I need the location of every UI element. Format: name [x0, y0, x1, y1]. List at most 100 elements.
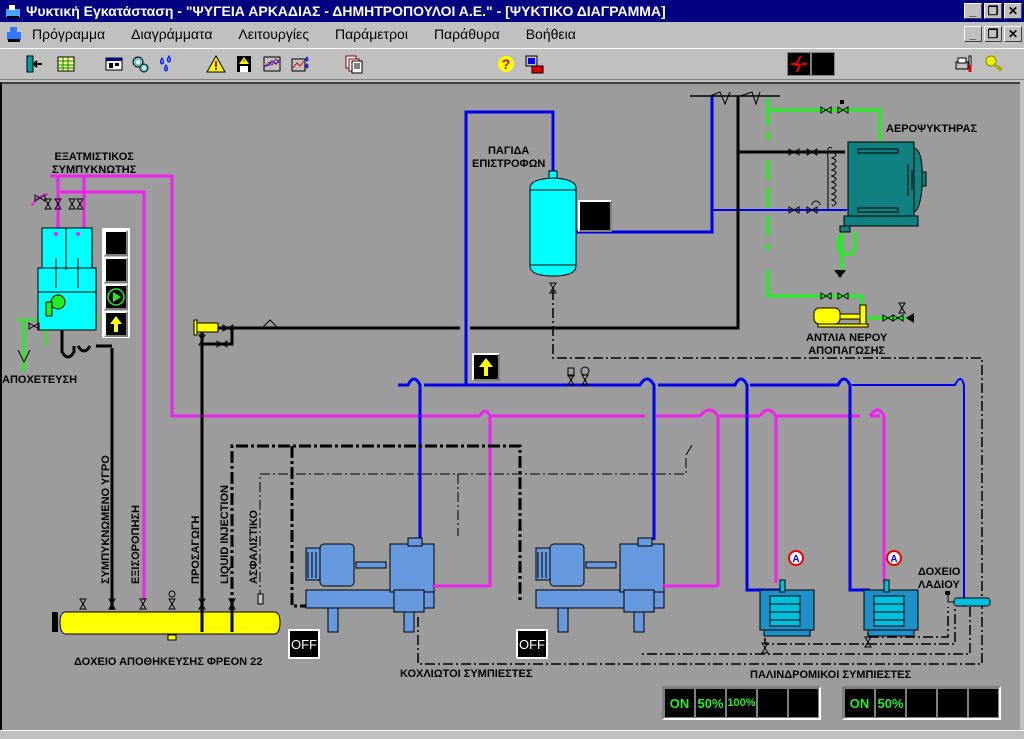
equalization-label: ΕΞΙΣΟΡΟΠΗΣΗ — [130, 505, 142, 584]
restore-button[interactable]: ❐ — [984, 3, 1002, 19]
toolbar: ? — [0, 48, 1024, 80]
doc-close-button[interactable]: ✕ — [1004, 26, 1022, 42]
line-chart-drops-icon[interactable] — [290, 54, 310, 74]
status-cell — [968, 688, 999, 718]
svg-text:?: ? — [502, 56, 511, 72]
air-cooler-label: ΑΕΡΟΨΥΚΤΗΡΑΣ — [886, 123, 978, 135]
doc-restore-button[interactable]: ❐ — [984, 26, 1002, 42]
remote-computer-phone-icon[interactable] — [524, 54, 544, 74]
water-drops-icon[interactable] — [156, 54, 176, 74]
window-title-bar[interactable]: Ψυκτική Εγκατάσταση - "ΨΥΓΕΙΑ ΑΡΚΑΔΙΑΣ -… — [0, 0, 1024, 22]
liquid-line-filter — [193, 319, 279, 348]
alarm-indicator[interactable] — [787, 52, 811, 76]
status-bar — [0, 730, 1024, 739]
label-line: ΛΑΔΙΟΥ — [918, 579, 960, 591]
screw-compressor-1[interactable] — [305, 537, 435, 633]
printer-config-icon[interactable] — [954, 54, 974, 74]
gears-icon[interactable] — [130, 54, 150, 74]
pump-running-icon — [107, 288, 125, 306]
menu-bar: Πρόγραμμα Διαγράμματα Λειτουργίες Παράμε… — [0, 22, 1024, 46]
return-trap-vessel[interactable] — [529, 170, 577, 294]
label-line: ΔΟΧΕΙΟ — [918, 566, 961, 578]
window-title: Ψυκτική Εγκατάσταση - "ΨΥΓΕΙΑ ΑΡΚΑΔΙΑΣ -… — [26, 3, 666, 19]
label-line: ΣΥΜΠΥΚΝΩΤΗΣ — [52, 164, 137, 176]
label-line: ΕΠΙΣΤΡΟΦΩΝ — [472, 158, 546, 170]
svg-text:A: A — [890, 554, 897, 565]
status-indicator-blank — [811, 52, 835, 76]
document-icon[interactable] — [4, 25, 24, 43]
safety-label: ΑΣΦΑΛΙΣΤΙΚΟ — [248, 510, 260, 584]
return-trap-level-indicator[interactable] — [578, 200, 612, 232]
label-line: ΑΠΟΠΑΓΩΣΗΣ — [808, 345, 886, 357]
app-icon — [6, 5, 20, 18]
water-lines — [16, 98, 906, 372]
suction-pressure-indicator[interactable] — [472, 353, 500, 381]
screw-compressor-1-state[interactable]: OFF — [288, 629, 320, 659]
close-button[interactable]: ✕ — [1004, 3, 1022, 19]
reciprocating-compressor-1[interactable] — [759, 579, 815, 654]
auto-mode-badge-1[interactable]: A — [788, 550, 804, 566]
table-grid-icon[interactable] — [56, 54, 76, 74]
save-alarm-icon[interactable] — [234, 54, 254, 74]
minimize-button[interactable]: _ — [964, 3, 982, 19]
condenser-fan-indicator[interactable] — [104, 311, 128, 337]
air-cooler-unit[interactable] — [788, 100, 927, 278]
screw-compressors-label: ΚΟΧΛΙΩΤΟΙ ΣΥΜΠΙΕΣΤΕΣ — [400, 668, 533, 680]
menu-windows[interactable]: Παράθυρα — [433, 26, 500, 42]
line-chart-icon[interactable] — [262, 54, 282, 74]
label-line: ΑΝΤΛΙΑ ΝΕΡΟΥ — [806, 332, 888, 344]
return-trap-label: ΠΑΓΙΔΑ ΕΠΙΣΤΡΟΦΩΝ — [472, 145, 545, 171]
menu-functions[interactable]: Λειτουργίες — [238, 26, 309, 42]
window-panel-icon[interactable] — [104, 54, 124, 74]
supply-label: ΠΡΟΣΑΓΩΓΗ — [190, 515, 202, 584]
liquid-lines — [60, 95, 845, 610]
arrow-up-icon — [110, 316, 122, 332]
help-icon[interactable]: ? — [496, 54, 516, 74]
reciprocating-compressors-label: ΠΑΛΙΝΔΡΟΜΙΚΟΙ ΣΥΜΠΙΕΣΤΕΣ — [750, 669, 912, 681]
screw-compressor-2-state[interactable]: OFF — [516, 629, 548, 659]
doc-minimize-button[interactable]: _ — [964, 26, 982, 42]
exit-door-icon[interactable] — [24, 54, 44, 74]
reciprocating-group-1-status: ON 50% 100% — [662, 686, 821, 720]
suction-header-gauges — [567, 366, 590, 386]
key-icon[interactable] — [984, 54, 1004, 74]
label-line: ΕΞΑΤΜΙΣΤΙΚΟΣ — [54, 151, 134, 163]
menu-diagrams[interactable]: Διαγράμματα — [131, 26, 213, 42]
status-cell — [757, 688, 788, 718]
status-cell: ON — [844, 688, 875, 718]
break-marks — [709, 91, 761, 106]
oil-tank[interactable] — [945, 591, 991, 607]
status-cell: 50% — [695, 688, 726, 718]
defrost-pump-label: ΑΝΤΛΙΑ ΝΕΡΟΥ ΑΠΟΠΑΓΩΣΗΣ — [806, 332, 887, 358]
status-cell — [788, 688, 819, 718]
documents-stack-icon[interactable] — [344, 54, 364, 74]
defrost-water-pump[interactable] — [813, 292, 914, 328]
reciprocating-compressor-2[interactable] — [863, 579, 919, 648]
evap-condenser-label: ΕΞΑΤΜΙΣΤΙΚΟΣ ΣΥΜΠΥΚΝΩΤΗΣ — [52, 151, 136, 177]
drain-label: ΑΠΟΧΕΤΕΥΣΗ — [2, 374, 78, 386]
condenser-indicator-2 — [104, 257, 128, 283]
condenser-indicator-1 — [104, 230, 128, 256]
freon-receiver-tank[interactable] — [52, 590, 281, 641]
menu-program[interactable]: Πρόγραμμα — [32, 26, 106, 42]
status-cell — [937, 688, 968, 718]
discharge-lines — [31, 174, 886, 600]
auto-mode-badge-2[interactable]: A — [886, 550, 902, 566]
receiver-tank-label: ΔΟΧΕΙΟ ΑΠΟΘΗΚΕΥΣΗΣ ΦΡΕΟΝ 22 — [74, 656, 263, 668]
menu-parameters[interactable]: Παράμετροι — [334, 26, 408, 42]
svg-text:A: A — [792, 554, 799, 565]
condenser-pump-indicator[interactable] — [104, 284, 128, 310]
warning-icon[interactable] — [206, 54, 226, 74]
status-cell: ON — [664, 688, 695, 718]
status-cell: 100% — [726, 688, 757, 718]
liquid-injection-label: LIQUID INJECTION — [219, 484, 231, 584]
label-line: ΠΑΓΙΔΑ — [487, 145, 530, 157]
arrow-up-icon — [479, 358, 493, 376]
evaporative-condenser[interactable] — [17, 194, 97, 364]
reciprocating-group-2-status: ON 50% — [842, 686, 1001, 720]
menu-help[interactable]: Βοήθεια — [525, 26, 576, 42]
status-cell: 50% — [875, 688, 906, 718]
oil-tank-label: ΔΟΧΕΙΟ ΛΑΔΙΟΥ — [918, 566, 960, 592]
screw-compressor-2[interactable] — [535, 537, 665, 633]
